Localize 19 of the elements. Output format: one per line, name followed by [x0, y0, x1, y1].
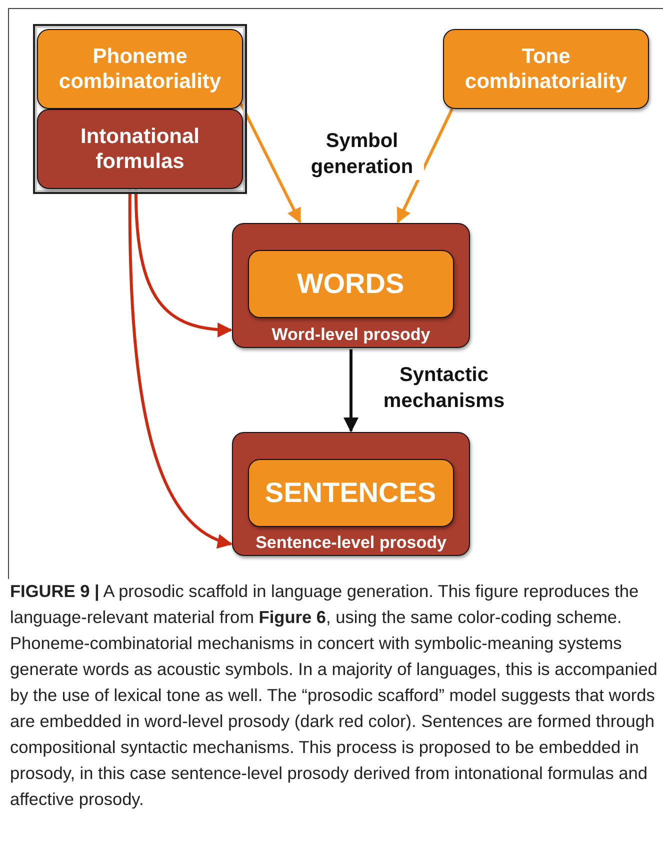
node-label: WORDS	[296, 266, 404, 300]
arrow	[396, 108, 454, 224]
node-label: Sentence-level prosody	[256, 532, 446, 553]
process-box	[443, 29, 649, 109]
node-label: Word-level prosody	[272, 324, 430, 345]
node-label: Intonational formulas	[80, 124, 200, 174]
process-box	[37, 109, 243, 189]
process-box	[248, 250, 454, 318]
arrow	[238, 101, 302, 224]
process-box	[37, 29, 243, 109]
process-box	[248, 458, 454, 526]
group-frame	[33, 24, 247, 194]
arrow	[344, 349, 358, 432]
prosody-box	[232, 223, 470, 348]
node-label: Tone combinatoriality	[464, 44, 628, 94]
prosody-box	[232, 432, 470, 556]
node-label: SENTENCES	[264, 476, 436, 510]
node-label: Phoneme combinatoriality	[58, 44, 222, 94]
caption: FIGURE 9 | A prosodic scaffold in language generation. This figure reproduces the language-relevant material from Figure 6, using the same color-coding scheme. Phoneme-combinatorial mechanisms in concert with symbolic-meaning systems generate words as acoustic symbols. In a majority of languages, this is accompanied by the use of lexical tone as well. The “prosodic scafford” model suggests that words are embedded in word-level prosody (dark red color). Sentences are formed through compositional syntactic mechanisms. This process is proposed to be embedded in prosody, in this case sentence-level prosody derived from intonational formulas and affective prosody.	[10, 580, 658, 811]
